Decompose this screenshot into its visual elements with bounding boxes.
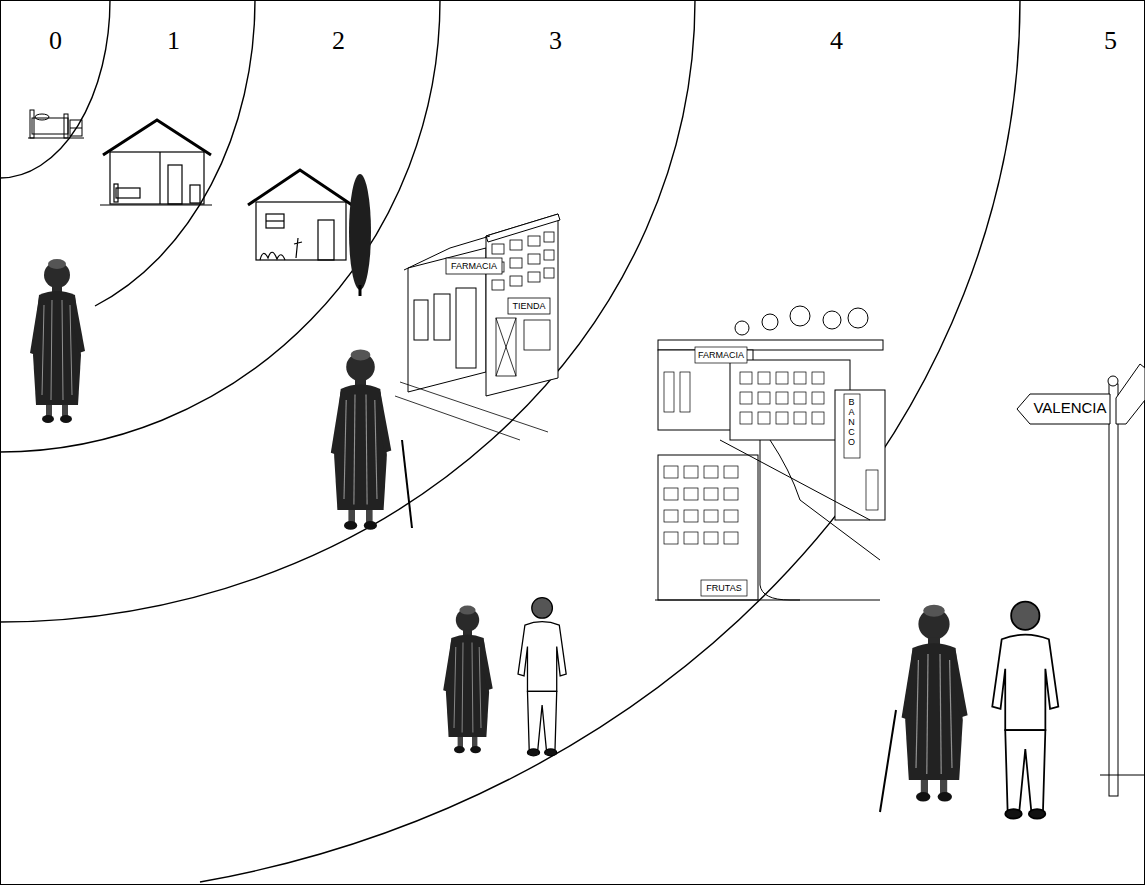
ring-number: 4 bbox=[830, 28, 843, 54]
shop-sign: BANCO bbox=[846, 397, 857, 448]
ring-number: 1 bbox=[167, 28, 180, 54]
ring-number: 5 bbox=[1104, 28, 1117, 54]
ring-number: 3 bbox=[549, 28, 562, 54]
ring-number: 2 bbox=[332, 28, 345, 54]
shop-sign: FRUTAS bbox=[705, 583, 742, 594]
shop-sign: TIENDA bbox=[511, 301, 546, 312]
ring-number: 0 bbox=[49, 28, 62, 54]
shop-sign: FARMACIA bbox=[450, 261, 498, 272]
road-sign: VALENCIA bbox=[1032, 400, 1107, 415]
shop-sign: FARMACIA bbox=[697, 350, 745, 361]
